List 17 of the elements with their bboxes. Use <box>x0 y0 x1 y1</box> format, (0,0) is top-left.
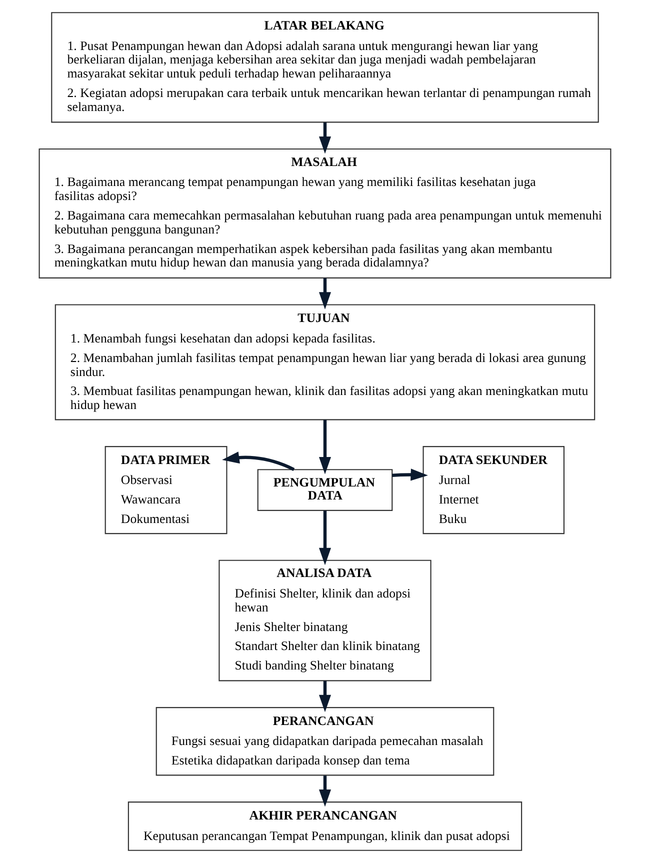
arrow <box>318 680 332 712</box>
arrow <box>318 278 332 310</box>
arrow <box>318 122 332 154</box>
arrow <box>318 420 332 474</box>
arrow <box>318 510 332 566</box>
node-box: PENGUMPULAN DATA <box>257 469 393 511</box>
node-box: LATAR BELAKANG 1. Pusat Penampungan hewan dan Adopsi adalah sarana untuk mengurangi hewan liar yang berkeliaran dijalan, menjaga kebersihan area sekitar dan juga menjadi wadah pembelajaran masyarakat sekitar untuk peduli terhadap hewan peliharaannya 2. Kegiatan adopsi merupakan cara terbaik untuk mencarikan hewan terlantar di penampungan rumah selamanya. <box>51 12 599 123</box>
arrow <box>318 776 332 807</box>
node-box: DATA PRIMER Observasi Wawancara Dokumentasi <box>104 446 228 534</box>
arrow <box>392 468 428 481</box>
node-box: DATA SEKUNDER Jurnal Internet Buku <box>422 446 565 534</box>
node-box: MASALAH 1. Bagaimana merancang tempat penampungan hewan yang memiliki fasilitas kesehatan juga fasilitas adopsi? 2. Bagaimana cara memecahkan permasalahan kebutuhan ruang pada area penampungan untuk memenuhi kebutuhan pengguna bangunan? 3. Bagaimana perancangan memperhatikan aspek kebersihan pada fasilitas yang akan membantu meningkatkan mutu hidup hewan dan manusia yang berada didalamnya? <box>38 148 612 278</box>
node-box: ANALISA DATA Definisi Shelter, klinik dan adopsi hewan Jenis Shelter binatang Standart Shelter dan klinik binatang Studi banding Shelter binatang <box>218 560 432 682</box>
arrow <box>222 452 295 471</box>
node-box: AKHIR PERANCANGAN Keputusan perancangan Tempat Penampungan, klinik dan pusat adopsi <box>128 802 522 851</box>
node-box: TUJUAN 1. Menambah fungsi kesehatan dan adopsi kepada fasilitas. 2. Menambahan jumlah fasilitas tempat penampungan hewan liar yang berada di lokasi area gunung sindur. 3. Membuat fasilitas penampungan hewan, klinik dan fasilitas adopsi yang akan meningkatkan mutu hidup hewan <box>54 304 596 420</box>
node-box: PERANCANGAN Fungsi sesuai yang didapatkan daripada pemecahan masalah Estetika didapatkan daripada konsep dan tema <box>156 707 494 776</box>
